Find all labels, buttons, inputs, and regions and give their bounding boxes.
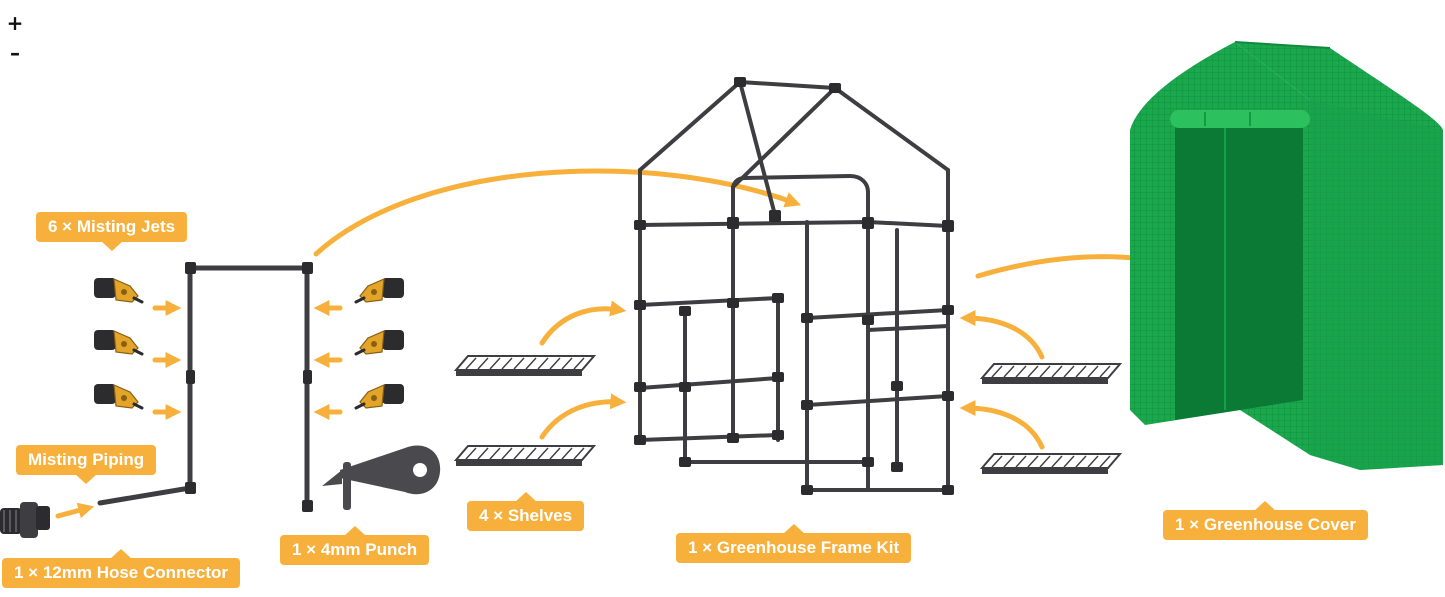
flow-arrows — [55, 168, 1280, 519]
misting-jets-left — [92, 276, 144, 410]
arrow-piping-to-frame — [313, 168, 802, 257]
arrow-shelf-2 — [539, 393, 627, 440]
misting-piping — [97, 262, 313, 512]
label-misting-piping: Misting Piping — [16, 445, 157, 484]
zoom-in-button[interactable]: + — [4, 8, 26, 38]
zoom-out-button[interactable]: – — [4, 38, 26, 68]
label-frame-kit: 1 × Greenhouse Frame Kit — [676, 524, 912, 563]
greenhouse-cover — [1130, 41, 1443, 470]
hose-connector — [0, 502, 50, 538]
zoom-controls: + – — [4, 8, 26, 68]
arrow-hose-connector — [55, 502, 95, 519]
greenhouse-frame — [634, 77, 954, 495]
arrow-shelf-3 — [959, 310, 1045, 360]
label-hose-connector: 1 × 12mm Hose Connector — [2, 549, 240, 588]
arrow-shelf-4 — [959, 400, 1045, 450]
punch-tool — [322, 445, 441, 510]
label-punch: 1 × 4mm Punch — [280, 526, 430, 565]
shelves — [455, 355, 1121, 475]
misting-jets-right — [354, 276, 406, 410]
label-misting-jets: 6 × Misting Jets — [36, 212, 188, 251]
label-shelves: 4 × Shelves — [467, 492, 585, 531]
arrow-shelf-1 — [539, 300, 627, 346]
label-greenhouse-cover: 1 × Greenhouse Cover — [1163, 501, 1368, 540]
